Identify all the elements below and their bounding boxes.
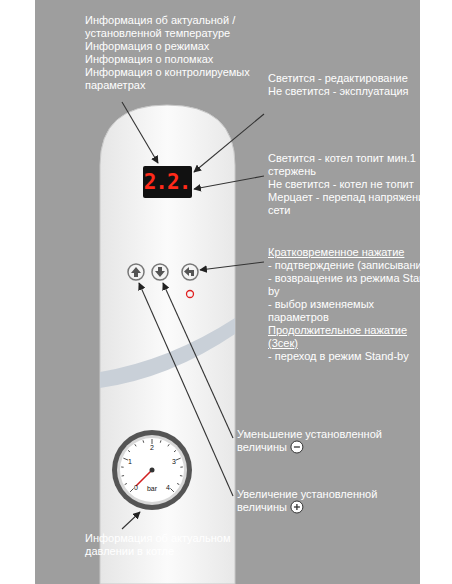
gauge-tick xyxy=(176,458,181,460)
front-panel xyxy=(100,105,235,584)
gauge-tick xyxy=(152,439,153,444)
callout-text: Информация о контролируемых параметрах xyxy=(85,66,265,92)
buttons xyxy=(128,264,198,298)
housing-background xyxy=(35,0,420,584)
callout-text: Уменьшение установленной величины xyxy=(237,428,387,454)
callout-text: Светится - котел топит мин.1 стержень xyxy=(268,152,440,178)
callout-text: - возвращение из режима Stand-by xyxy=(268,272,436,298)
gauge-tick xyxy=(160,440,162,442)
callout-group: Светится - редактированиеНе светится - э… xyxy=(268,72,418,98)
callout-group: Информация об актуальной / установленной… xyxy=(85,14,265,92)
callout-text: Информация о поломках xyxy=(85,53,265,66)
gauge-tick xyxy=(168,444,169,446)
panel-swoosh xyxy=(100,318,235,388)
callout-text: - подтверждение (записывание) xyxy=(268,259,436,272)
callout-group: Уменьшение установленной величины xyxy=(237,428,387,454)
callout-text: Кратковременное нажатие xyxy=(268,246,436,259)
gauge-tick xyxy=(170,488,174,492)
callout-text: Не светится - эксплуатация xyxy=(268,85,418,98)
gauge-unit: bar xyxy=(147,485,157,492)
pressure-gauge xyxy=(112,430,192,510)
gauge-tick xyxy=(125,483,127,484)
callout-text: Информация об актуальной / установленной… xyxy=(85,14,265,40)
gauge-tick xyxy=(128,450,130,452)
gauge-tick xyxy=(174,450,176,452)
callout-text: Информация об актуальном давлении в котл… xyxy=(85,532,275,558)
callout-text: - выбор изменяемых параметров xyxy=(268,298,436,324)
callout-text: Не светится - котел не топит xyxy=(268,178,440,191)
gauge-tick xyxy=(135,444,136,446)
gauge-tick xyxy=(143,440,145,442)
callout-text: - переход в режим Stand-by xyxy=(268,350,436,363)
display-screen xyxy=(143,166,192,198)
gauge-number: 1 xyxy=(128,458,132,465)
gauge-number: 3 xyxy=(172,458,176,465)
plus-symbol xyxy=(291,501,303,513)
callout-group: Увеличение установленной величины xyxy=(237,488,387,514)
callout-text: Мерцает - перепад напряжения в сети xyxy=(268,191,440,217)
callout-group: Кратковременное нажатие- подтверждение (… xyxy=(268,246,436,363)
minus-symbol xyxy=(291,441,303,453)
gauge-tick xyxy=(180,466,182,467)
gauge-number: 2 xyxy=(150,444,154,451)
gauge-tick xyxy=(130,488,134,492)
gauge-number: 4 xyxy=(166,484,170,491)
leader-lines xyxy=(122,102,264,529)
gauge-tick xyxy=(123,458,128,460)
callout-text: Продолжительное нажатие (3сек) xyxy=(268,324,436,350)
callout-group: Светится - котел топит мин.1 стерженьНе … xyxy=(268,152,440,217)
callout-text: Увеличение установленной величины xyxy=(237,488,387,514)
gauge-number: 0 xyxy=(134,484,138,491)
callout-text: Светится - редактирование xyxy=(268,72,418,85)
callout-group: Информация об актуальном давлении в котл… xyxy=(85,532,275,558)
gauge-tick xyxy=(121,466,123,467)
gauge-tick xyxy=(177,483,179,484)
gauge-tick xyxy=(180,475,182,476)
display-readout: 2.2. xyxy=(144,170,191,194)
gauge-tick xyxy=(122,475,124,476)
callout-text: Информация о режимах xyxy=(85,40,265,53)
